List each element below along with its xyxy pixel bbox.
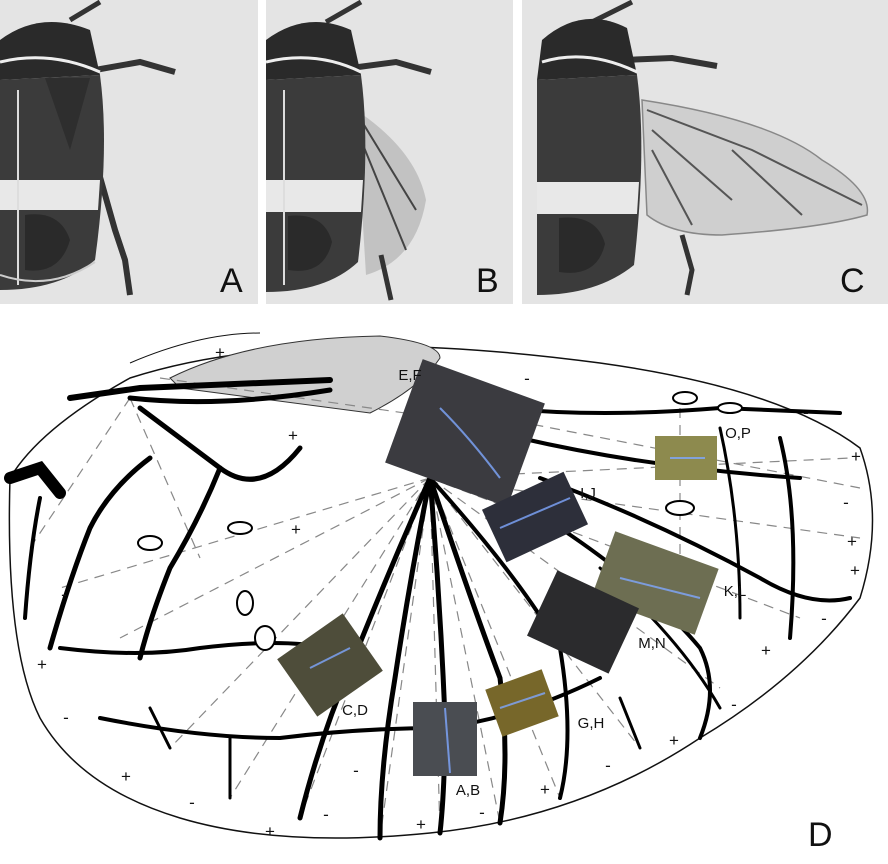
fold-mark-23: - — [323, 805, 329, 824]
fold-mark-1: + — [215, 343, 225, 362]
beetle-partially-unfolded-photo — [266, 0, 513, 304]
beetle-folded-photo — [0, 0, 258, 304]
fold-mark-17: - — [353, 761, 359, 780]
patch-label-m-n: M,N — [638, 635, 666, 652]
fold-mark-22: + — [265, 822, 275, 841]
panel-letter-a: A — [220, 264, 243, 298]
patch-label-k-l: K,L — [724, 583, 747, 600]
fold-mark-12: + — [37, 655, 47, 674]
fold-mark-14: + — [761, 641, 771, 660]
panel-letter-b: B — [476, 264, 499, 298]
patch-label-a-b: A,B — [456, 782, 480, 799]
fold-mark-16: + — [121, 767, 131, 786]
patch-label-i-j: I,J — [580, 485, 596, 502]
fold-mark-5: + — [851, 447, 861, 466]
fold-mark-11: - — [821, 609, 827, 628]
fold-mark-15: - — [731, 695, 737, 714]
photo-panel-a: A — [0, 0, 258, 304]
fold-mark-8: + — [847, 532, 857, 551]
fold-mark-24: + — [416, 815, 426, 834]
patch-label-g-h: G,H — [578, 715, 605, 732]
fold-mark-4: - — [803, 403, 809, 422]
wing-fold-diagram: E,F O,P I,J K,L M,N C,D G,H A,B + - + - … — [0, 318, 888, 864]
fold-mark-7: - — [843, 493, 849, 512]
fold-mark-13: - — [63, 708, 69, 727]
fold-mark-18: + — [669, 731, 679, 750]
patch-label-e-f: E,F — [398, 367, 421, 384]
photo-panel-b: B — [266, 0, 513, 304]
patch-label-o-p: O,P — [725, 425, 751, 442]
beetle-unfolded-wing-photo — [522, 0, 888, 304]
fold-mark-21: - — [189, 793, 195, 812]
fold-mark-9: - — [61, 585, 67, 604]
fold-mark-6: + — [291, 520, 301, 539]
fold-mark-19: - — [605, 756, 611, 775]
fold-mark-25: - — [479, 803, 485, 822]
fold-mark-20: + — [540, 780, 550, 799]
panel-letter-d: D — [808, 816, 833, 854]
fold-mark-10: + — [850, 561, 860, 580]
panel-letter-c: C — [840, 264, 865, 298]
fold-mark-2: - — [524, 369, 530, 388]
photo-panel-c: C — [522, 0, 888, 304]
patch-label-c-d: C,D — [342, 702, 368, 719]
fold-mark-3: + — [288, 426, 298, 445]
